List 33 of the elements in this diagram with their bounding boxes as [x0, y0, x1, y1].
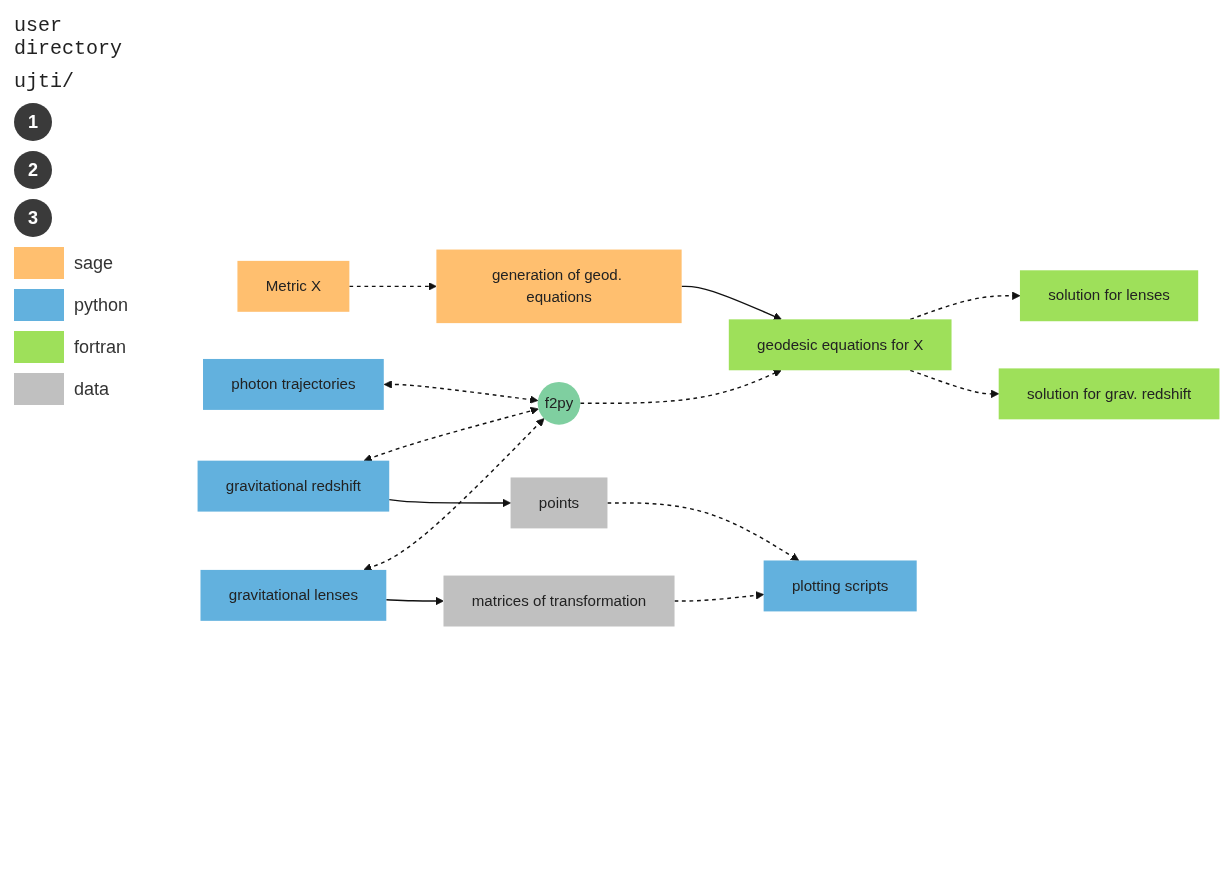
arrow	[606, 502, 800, 562]
arrow	[388, 499, 511, 508]
step-number: 2	[14, 151, 52, 189]
node-box: solution for grav. redshift	[998, 368, 1220, 420]
arrow	[348, 282, 437, 291]
node-box: gravitational redshift	[197, 461, 390, 513]
node-box: solution for lenses	[1019, 270, 1199, 322]
node-box: generation of geod. equations	[436, 250, 682, 324]
arrow	[383, 380, 539, 405]
arrow	[909, 292, 1021, 321]
step-number: 1	[14, 103, 52, 141]
arrow	[363, 418, 545, 572]
legend-label: sage	[74, 252, 114, 274]
legend-label: data	[74, 378, 110, 400]
node-box: points	[510, 477, 608, 529]
node-box: plotting scripts	[763, 560, 917, 612]
column-heading: user directory	[14, 14, 124, 60]
column-heading: ujti/	[14, 70, 75, 93]
node-box: photon trajectories	[203, 359, 384, 411]
arrow	[363, 407, 539, 463]
node-box: matrices of transformation	[443, 576, 675, 627]
node-box: Metric X	[237, 261, 350, 313]
step-number: 3	[14, 199, 52, 237]
arrow	[579, 369, 782, 405]
arrow	[680, 286, 782, 321]
arrow	[385, 597, 444, 606]
node-circle: f2py	[537, 382, 581, 426]
arrow	[673, 591, 764, 603]
node-box: gravitational lenses	[200, 570, 387, 622]
legend-label: fortran	[74, 336, 127, 358]
node-box: geodesic equations for X	[728, 319, 952, 371]
arrow	[909, 370, 1000, 399]
legend-label: python	[74, 294, 129, 316]
